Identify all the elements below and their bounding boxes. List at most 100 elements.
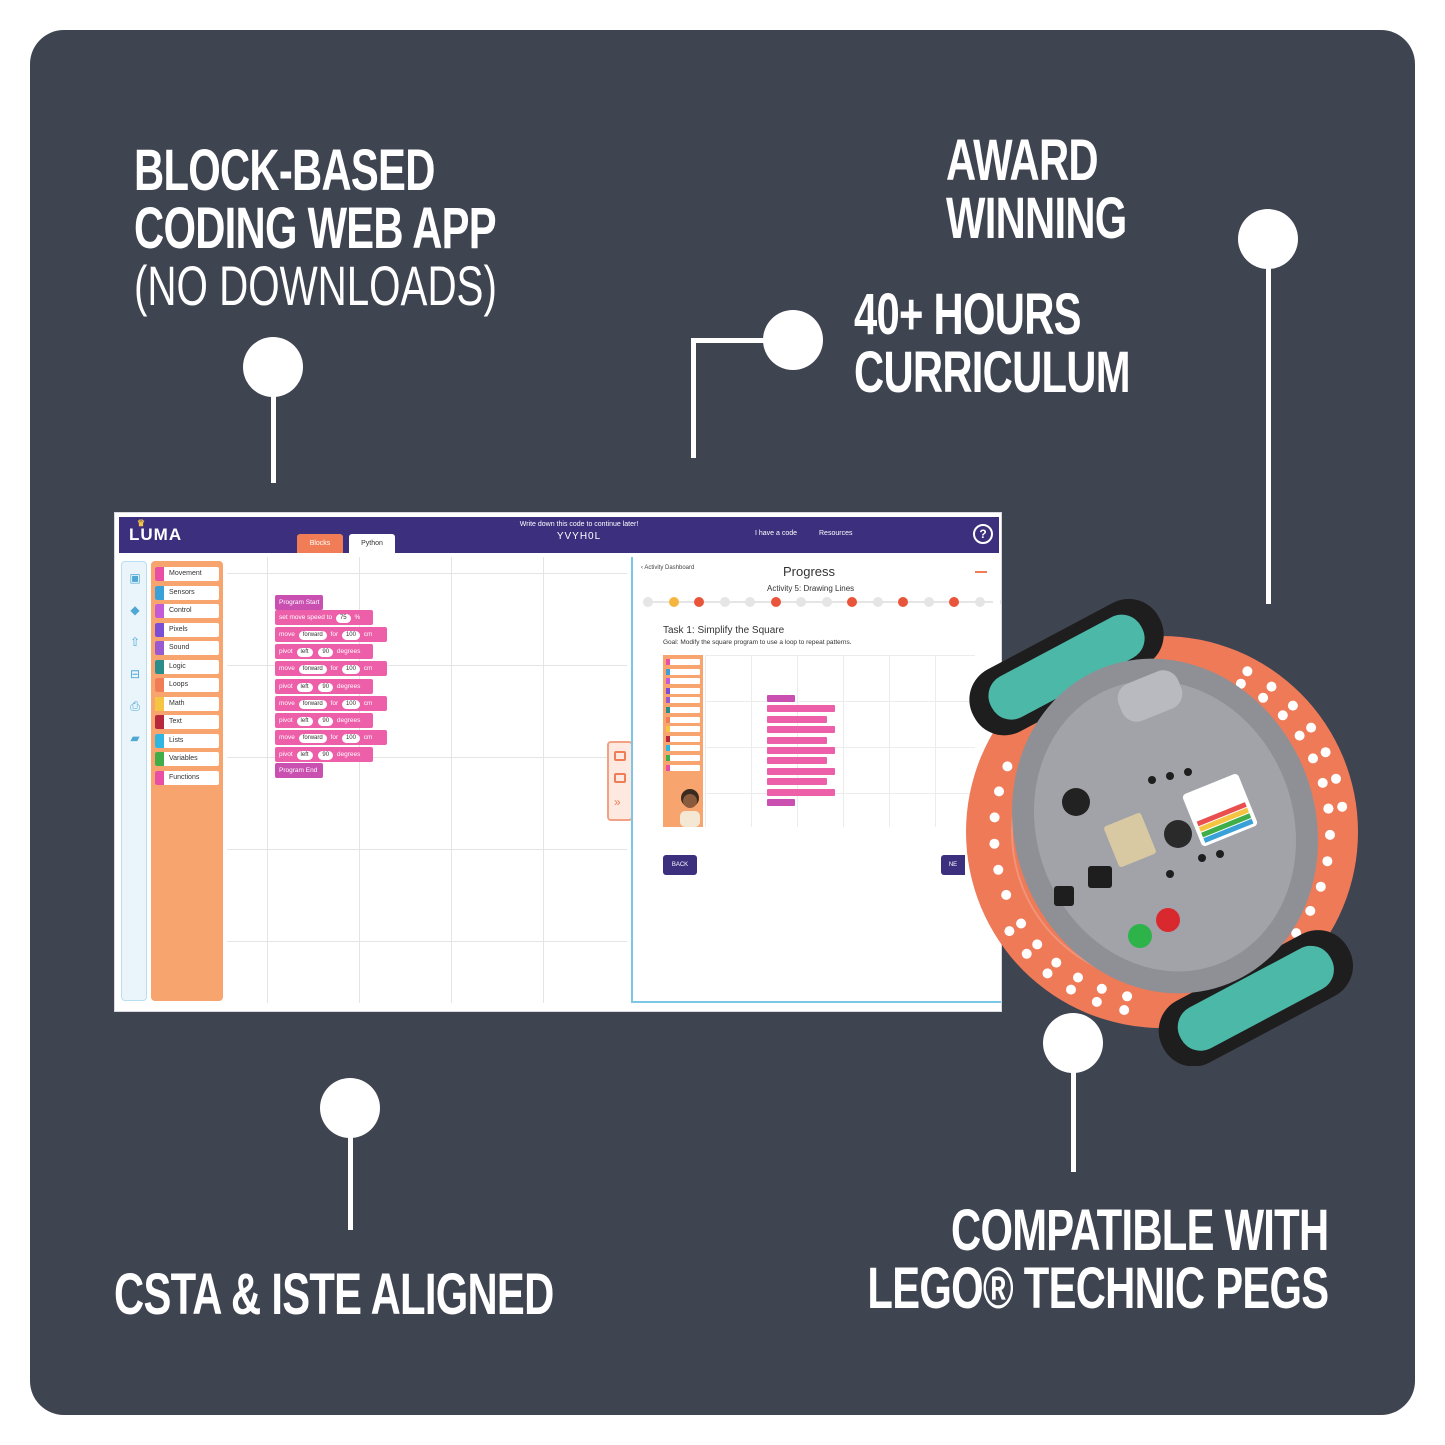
pivot-block[interactable]: pivot left 90 degrees	[275, 713, 373, 728]
next-button[interactable]: NE	[941, 855, 965, 875]
back-button[interactable]: BACK	[663, 855, 697, 875]
move-block[interactable]: move forward for 100 cm	[275, 661, 387, 677]
category-loops[interactable]: Loops	[155, 678, 219, 692]
category-movement[interactable]: Movement	[155, 567, 219, 581]
pointer-stem-aligned	[348, 1130, 353, 1230]
window-icon[interactable]	[614, 773, 626, 783]
set-speed-block[interactable]: set move speed to 75 %	[275, 610, 373, 625]
progress-step[interactable]	[872, 597, 883, 607]
mini-category-swatch	[666, 678, 670, 685]
category-text[interactable]: Text	[155, 715, 219, 729]
direction-dropdown[interactable]: forward	[298, 734, 327, 744]
category-variables[interactable]: Variables	[155, 752, 219, 766]
progress-step[interactable]	[796, 597, 806, 607]
link-resources[interactable]: Resources	[819, 530, 853, 537]
category-math[interactable]: Math	[155, 696, 219, 711]
block-verb: pivot	[279, 717, 293, 724]
category-logic[interactable]: Logic	[155, 659, 219, 674]
save-icon[interactable]: ▣	[129, 571, 141, 585]
block-verb: move	[279, 665, 295, 673]
distance-value[interactable]: 100	[341, 631, 360, 640]
progress-step[interactable]	[949, 597, 959, 607]
minimize-icon[interactable]	[975, 571, 987, 573]
category-sensors[interactable]: Sensors	[155, 585, 219, 600]
speed-value[interactable]: 75	[335, 614, 351, 623]
move-block[interactable]: move forward for 100 cm	[275, 730, 387, 746]
progress-step[interactable]	[847, 597, 857, 607]
distance-value[interactable]: 90	[318, 648, 334, 658]
progress-step[interactable]	[923, 597, 934, 607]
peg-hole	[1096, 983, 1107, 994]
progress-step[interactable]	[1000, 597, 1001, 607]
serial-label	[1104, 813, 1156, 867]
progress-step[interactable]	[821, 597, 832, 607]
peg-hole	[994, 786, 1004, 797]
category-label: Movement	[169, 570, 202, 577]
tab-python[interactable]: Python	[349, 534, 395, 553]
progress-step[interactable]	[643, 597, 653, 607]
pointer-hline-curriculum	[691, 338, 771, 343]
progress-step[interactable]	[745, 597, 755, 607]
category-sound[interactable]: Sound	[155, 641, 219, 655]
direction-dropdown[interactable]: forward	[298, 665, 327, 675]
direction-dropdown[interactable]: left	[296, 751, 313, 761]
caption-compatible: COMPATIBLE WITH LEGO® TECHNIC PEGS	[828, 1202, 1329, 1318]
move-block[interactable]: move forward for 100 cm	[275, 627, 387, 642]
direction-dropdown[interactable]: left	[296, 648, 313, 658]
link-i-have-a-code[interactable]: I have a code	[755, 530, 798, 537]
folder-icon[interactable]: ▰	[130, 731, 140, 745]
pivot-block[interactable]: pivot left 90 degrees	[275, 678, 373, 694]
mini-program-block	[767, 757, 827, 765]
distance-value[interactable]: 90	[318, 682, 334, 692]
direction-dropdown[interactable]: left	[296, 717, 313, 726]
progress-step[interactable]	[719, 597, 730, 607]
peg-hole	[1322, 856, 1333, 867]
progress-step[interactable]	[770, 597, 781, 607]
pivot-block[interactable]: pivot left 90 degrees	[275, 644, 373, 660]
progress-step[interactable]	[974, 597, 985, 607]
block-workspace[interactable]	[227, 557, 627, 1003]
pointer-dot-curriculum	[763, 310, 823, 370]
help-icon[interactable]: ?	[973, 524, 993, 544]
upload-icon[interactable]: ⇧	[129, 635, 141, 649]
pivot-block[interactable]: pivot left 90 degrees	[275, 747, 373, 763]
distance-value[interactable]: 100	[341, 734, 360, 744]
caption-block-based-line3: (NO DOWNLOADS)	[134, 254, 497, 317]
distance-value[interactable]: 100	[341, 665, 360, 675]
direction-dropdown[interactable]: forward	[298, 699, 327, 709]
distance-value[interactable]: 90	[318, 751, 334, 761]
category-control[interactable]: Control	[155, 604, 219, 618]
caption-curriculum: 40+ HOURS CURRICULUM	[854, 286, 1131, 402]
peg-holes	[989, 666, 1348, 1015]
print-icon[interactable]: ⎙	[130, 699, 140, 713]
category-pixels[interactable]: Pixels	[155, 622, 219, 637]
mini-program-block	[767, 747, 835, 754]
progress-step[interactable]	[694, 597, 704, 607]
robot-connect-icon[interactable]: ⊟	[129, 667, 141, 681]
direction-dropdown[interactable]: left	[296, 682, 313, 692]
copy-icon[interactable]	[614, 751, 626, 761]
category-functions[interactable]: Functions	[155, 770, 219, 785]
eraser-icon[interactable]: ◆	[130, 603, 140, 617]
luma-logo[interactable]: ♛ LUMA	[129, 518, 182, 545]
move-block[interactable]: move forward for 100 cm	[275, 695, 387, 711]
peg-hole	[1073, 972, 1083, 983]
progress-step[interactable]	[668, 597, 679, 607]
category-swatch	[155, 622, 164, 637]
peg-hole	[1294, 730, 1305, 741]
tab-blocks[interactable]: Blocks	[297, 534, 343, 553]
expand-icon[interactable]: »	[614, 795, 621, 809]
panel-toggle-tab[interactable]: »	[607, 741, 633, 821]
peg-hole	[1305, 905, 1316, 916]
program-start-block[interactable]: Program Start	[275, 595, 323, 610]
app-topbar: ♛ LUMA Blocks Python Write down this cod…	[119, 517, 999, 553]
program-end-block[interactable]: Program End	[275, 762, 323, 778]
activity-dashboard-link[interactable]: ‹ Activity Dashboard	[641, 565, 695, 571]
direction-dropdown[interactable]: forward	[298, 631, 327, 640]
progress-step[interactable]	[898, 597, 908, 607]
category-lists[interactable]: Lists	[155, 733, 219, 748]
distance-value[interactable]: 90	[318, 717, 334, 726]
distance-value[interactable]: 100	[341, 699, 360, 709]
category-swatch	[155, 604, 164, 618]
mini-program-block	[767, 726, 835, 734]
